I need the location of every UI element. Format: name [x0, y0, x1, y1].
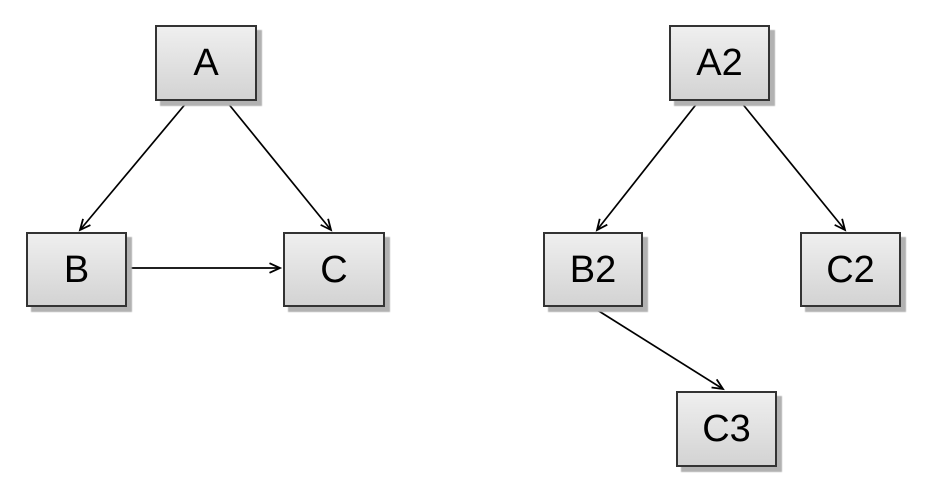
edge-A2-to-C2 — [740, 101, 847, 232]
edge-A-to-C — [226, 101, 333, 232]
node-A[interactable]: A — [155, 25, 257, 101]
node-label-A2: A2 — [696, 42, 743, 84]
node-label-C3: C3 — [702, 408, 751, 450]
edge-A2-to-B2 — [595, 101, 699, 232]
edge-B2-to-C3 — [593, 307, 725, 391]
node-A2[interactable]: A2 — [669, 25, 770, 101]
node-B[interactable]: B — [26, 232, 127, 307]
node-C3[interactable]: C3 — [676, 391, 777, 467]
node-B2[interactable]: B2 — [543, 232, 643, 307]
node-label-A: A — [193, 42, 219, 84]
node-C[interactable]: C — [283, 232, 385, 307]
node-C2[interactable]: C2 — [800, 232, 901, 307]
node-label-B2: B2 — [569, 248, 617, 291]
edge-A-to-B — [78, 101, 188, 232]
node-label-C2: C2 — [826, 248, 875, 291]
node-label-C: C — [320, 248, 348, 291]
node-label-B: B — [63, 248, 90, 291]
